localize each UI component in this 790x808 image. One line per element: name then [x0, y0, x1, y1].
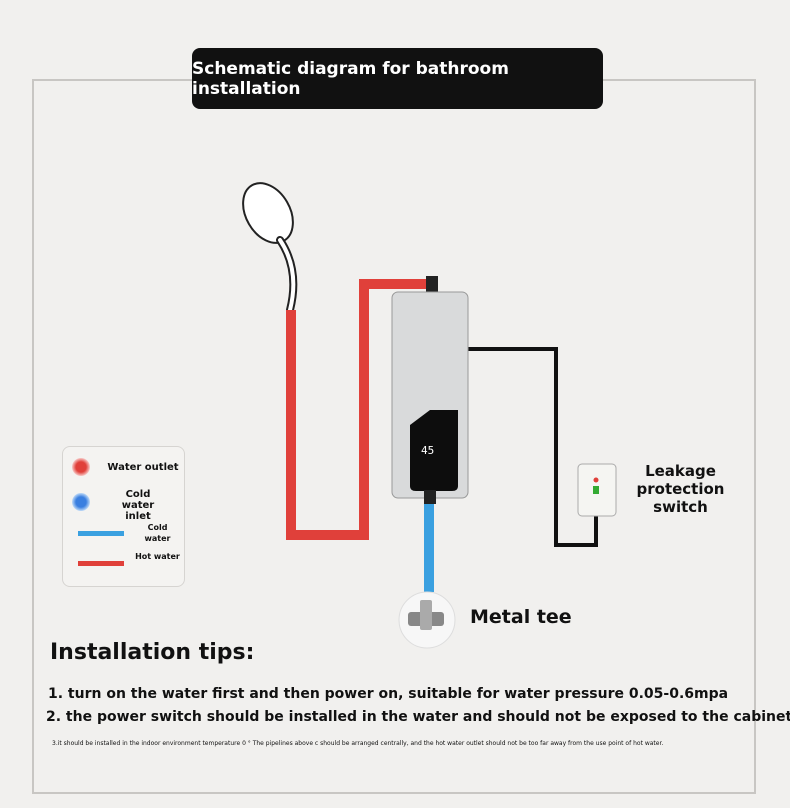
legend: Water outlet Cold water inlet Cold water…: [62, 446, 185, 587]
tips-heading: Installation tips:: [50, 640, 255, 665]
water-outlet-icon: [72, 458, 90, 476]
leakage-switch-label: Leakage protection switch: [636, 462, 725, 516]
cold-water-swatch: [78, 531, 124, 536]
shower-head-icon: [242, 182, 298, 314]
tip-3: 3.it should be installed in the indoor e…: [52, 740, 664, 747]
power-wire: [468, 347, 598, 547]
tip-2: 2. the power switch should be installed …: [46, 709, 790, 725]
cold-inlet-icon: [72, 493, 90, 511]
legend-inlet-label: Cold water inlet: [121, 489, 155, 522]
tip-1: 1. turn on the water first and then powe…: [48, 686, 729, 702]
hot-water-pipe: [286, 279, 430, 540]
water-heater-icon: [391, 276, 469, 504]
diagram-title: Schematic diagram for bathroom installat…: [192, 48, 603, 109]
legend-outlet-label: Water outlet: [107, 462, 179, 473]
hot-water-swatch: [78, 561, 124, 566]
legend-hot-label: Hot water: [135, 552, 180, 561]
legend-cold-label: Cold water: [144, 523, 171, 543]
metal-tee-label: Metal tee: [470, 606, 572, 628]
heater-display: 45: [421, 444, 435, 457]
leakage-switch-icon: [577, 463, 617, 517]
metal-tee-icon: [398, 591, 456, 649]
